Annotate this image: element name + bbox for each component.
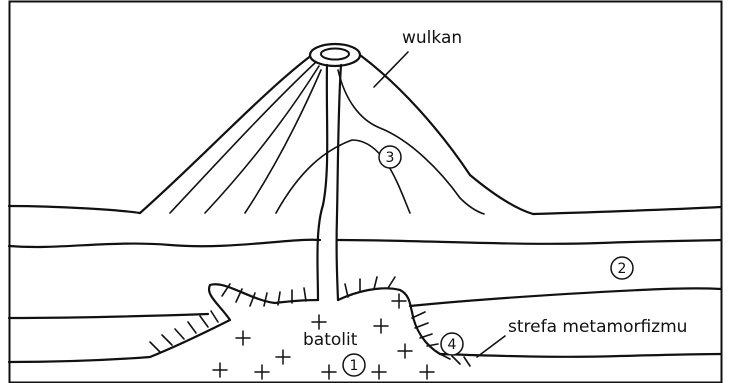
volcanic-conduit-right-wall	[337, 65, 341, 300]
marker-1: 1	[343, 354, 365, 376]
ground-line-3	[9, 288, 721, 318]
marker-3: 3	[379, 146, 401, 168]
marker-4: 4	[441, 333, 463, 355]
batholith-label: batolit	[303, 330, 358, 350]
volcanic-conduit-left-wall	[317, 65, 327, 300]
metamorphic-hatching	[150, 277, 470, 366]
marker-2: 2	[611, 257, 633, 279]
volcano-layer-left-2	[205, 66, 319, 213]
ground-line-4	[9, 354, 721, 362]
crater-outer	[310, 44, 360, 66]
volcano-layer-left-3	[245, 70, 321, 213]
volcano-layer-left-1	[170, 62, 316, 213]
volcano-layer-right-2	[338, 70, 484, 214]
metamorphic-zone-leader-line	[477, 336, 505, 357]
svg-text:4: 4	[448, 337, 457, 353]
svg-text:1: 1	[350, 358, 359, 374]
metamorphic-zone-label: strefa metamorfizmu	[508, 317, 687, 337]
volcano-label: wulkan	[402, 28, 462, 48]
svg-text:3: 3	[386, 150, 395, 166]
ground-line-2	[9, 240, 721, 247]
svg-text:2: 2	[618, 261, 627, 277]
ground-line-1	[9, 206, 721, 214]
batholith-outline	[150, 284, 440, 357]
